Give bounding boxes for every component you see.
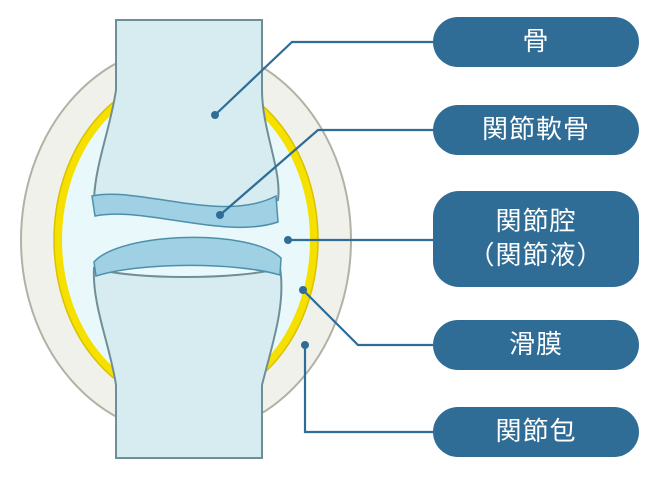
leader-dot-cavity: [284, 236, 292, 244]
lower-bone-shape: [92, 266, 283, 459]
leader-line-bone: [214, 40, 433, 116]
upper-cartilage-shape: [91, 193, 279, 229]
leader-dot-synovium: [299, 286, 307, 294]
label-bone-text: 骨: [522, 27, 550, 57]
label-joint-cavity-text: 関節腔: [495, 207, 577, 237]
leader-dot-capsule: [301, 341, 309, 349]
label-joint-cavity: 関節腔 （関節液）: [433, 191, 639, 287]
leader-dots: [211, 111, 309, 349]
label-joint-capsule: 関節包: [433, 407, 639, 457]
lower-cartilage-shape: [93, 236, 282, 277]
label-articular-cartilage: 関節軟骨: [433, 105, 639, 155]
leader-line-cartilage: [219, 128, 433, 216]
label-bone: 骨: [433, 17, 639, 67]
label-joint-capsule-text: 関節包: [495, 417, 577, 447]
label-articular-cartilage-text: 関節軟骨: [481, 115, 590, 145]
label-synovium: 滑膜: [433, 320, 639, 370]
leader-lines: [214, 40, 433, 434]
upper-bone-shape: [92, 19, 280, 210]
label-synovium-text: 滑膜: [508, 330, 563, 360]
label-synovial-fluid-text: （関節液）: [468, 241, 604, 271]
leader-dot-cartilage: [216, 211, 224, 219]
leader-dot-bone: [211, 111, 219, 119]
leader-line-capsule: [303, 345, 433, 434]
leader-line-synovium: [302, 289, 433, 347]
